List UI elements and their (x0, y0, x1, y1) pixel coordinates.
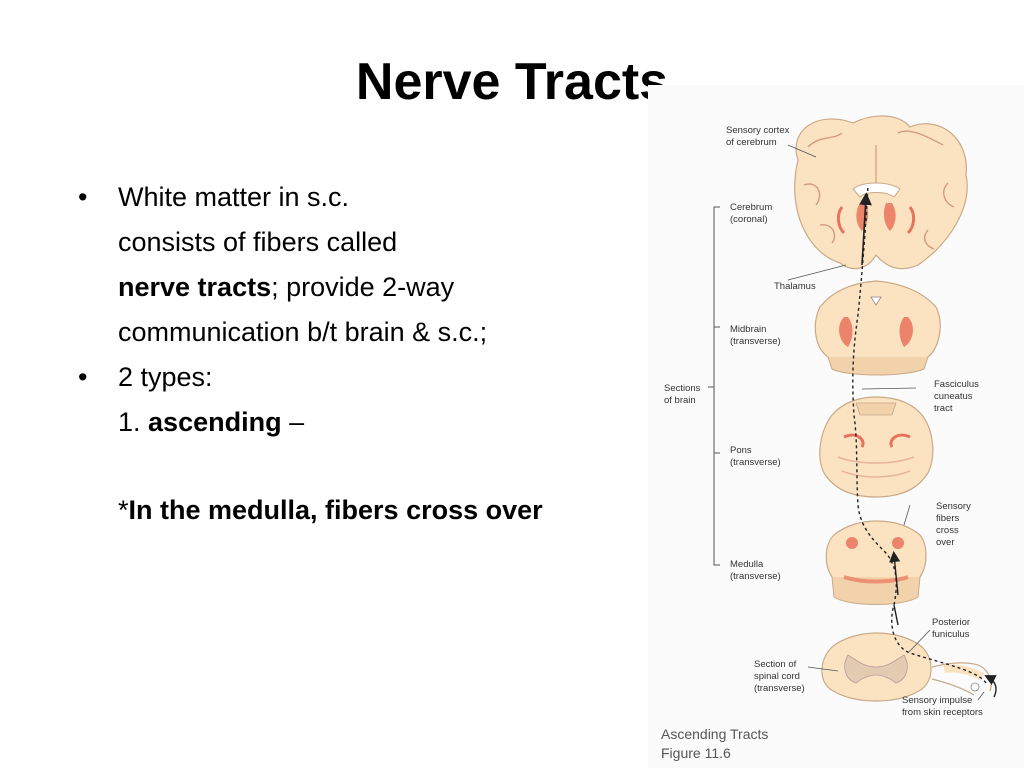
figure-caption-title: Ascending Tracts (661, 726, 768, 742)
term-nerve-tracts: nerve tracts (118, 272, 272, 302)
label-medulla: Medulla (730, 559, 764, 570)
label-sensory-fibers-cross-over: Sensory (936, 501, 971, 512)
label-pons: Pons (730, 445, 752, 456)
bullet-marker: • (78, 362, 88, 392)
svg-text:cross: cross (936, 525, 959, 536)
label-sections-of-brain: Sections (664, 383, 701, 394)
ascending-tract-pathway (852, 184, 997, 698)
label-sensory-cortex: Sensory cortex (726, 125, 790, 136)
leader-lines (787, 144, 985, 701)
slide-title: Nerve Tracts (355, 53, 669, 111)
svg-text:(transverse): (transverse) (730, 336, 781, 347)
svg-text:of cerebrum: of cerebrum (726, 137, 777, 148)
svg-text:of brain: of brain (664, 395, 696, 406)
label-midbrain: Midbrain (730, 324, 766, 335)
cerebrum-section (794, 115, 968, 270)
spinal-cord-section (821, 632, 992, 702)
svg-text:funiculus: funiculus (932, 629, 970, 640)
label-cerebrum: Cerebrum (730, 202, 772, 213)
bullet-2-line-1: •2 types: (78, 355, 658, 400)
ascending-tracts-diagram: Sensory cortex of cerebrum Cerebrum (cor… (661, 115, 997, 761)
label-section-of-spinal-cord: Section of (754, 659, 797, 670)
bullet-1-line-2: consists of fibers called (118, 227, 398, 257)
term-ascending: ascending (148, 407, 282, 437)
medulla-section (825, 520, 927, 605)
label-thalamus: Thalamus (774, 281, 816, 292)
bullet-marker: • (78, 182, 88, 212)
label-sensory-impulse: Sensory impulse (902, 695, 972, 706)
svg-text:spinal cord: spinal cord (754, 671, 800, 682)
svg-text:(transverse): (transverse) (754, 683, 805, 694)
svg-text:(transverse): (transverse) (730, 571, 781, 582)
bullet-1-line-1: •White matter in s.c. (78, 175, 658, 220)
svg-text:tract: tract (934, 403, 953, 414)
bullet-2-line-2: 1. ascending – (118, 407, 305, 437)
svg-text:fibers: fibers (936, 513, 959, 524)
sections-bracket (708, 206, 720, 566)
pons-section (819, 396, 934, 498)
figure-caption-number: Figure 11.6 (661, 745, 731, 761)
svg-text:from skin receptors: from skin receptors (902, 707, 983, 718)
svg-text:(coronal): (coronal) (730, 214, 768, 225)
midbrain-section (814, 280, 941, 376)
bullet-list: •White matter in s.c. consists of fibers… (78, 175, 658, 533)
label-posterior-funiculus: Posterior (932, 617, 970, 628)
bullet-1-line-4: communication b/t brain & s.c.; (118, 317, 488, 347)
medulla-note: *In the medulla, fibers cross over (118, 495, 543, 525)
bullet-1-line-3: nerve tracts; provide 2-way (118, 272, 455, 302)
svg-text:(transverse): (transverse) (730, 457, 781, 468)
label-fasciculus-cuneatus: Fasciculus (934, 379, 979, 390)
svg-text:over: over (936, 537, 954, 548)
svg-text:cuneatus: cuneatus (934, 391, 973, 402)
ascending-tracts-figure: Sensory cortex of cerebrum Cerebrum (cor… (648, 85, 1024, 768)
